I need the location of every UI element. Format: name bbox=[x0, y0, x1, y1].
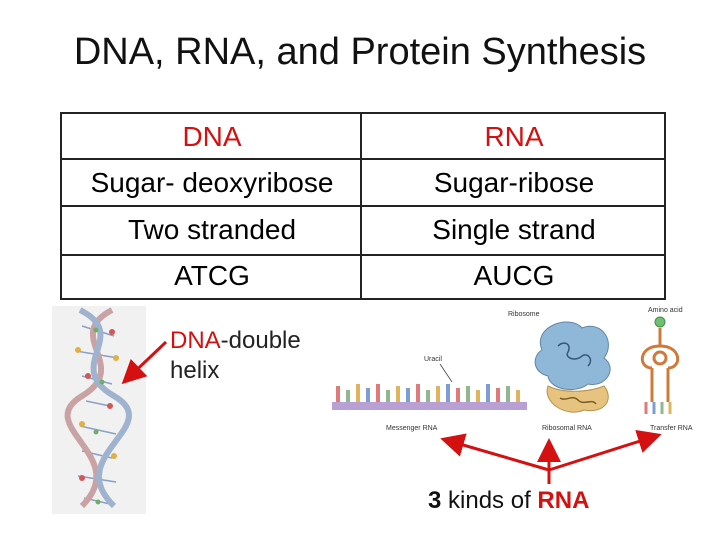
dna-rna-comparison-table: DNA RNA Sugar- deoxyribose Sugar-ribose … bbox=[60, 112, 666, 300]
rna-types-icon: Uracil Messenger RNA Ribosome Ribosomal … bbox=[332, 307, 693, 432]
three-kinds-of-rna-caption: 3 kinds of RNA bbox=[428, 486, 589, 516]
table-cell: Sugar- deoxyribose bbox=[90, 167, 334, 198]
table-cell: Single strand bbox=[432, 214, 596, 245]
dna-double-helix-caption: DNA-double helix bbox=[170, 326, 301, 386]
rna-types-image: Uracil Messenger RNA Ribosome Ribosomal … bbox=[320, 306, 700, 446]
label-amino-acid: Amino acid bbox=[648, 307, 683, 314]
caption-dna-rest: -double bbox=[220, 327, 301, 354]
arrow-to-dna-helix bbox=[121, 340, 168, 385]
label-ribosome: Ribosome bbox=[508, 311, 540, 318]
arrow-to-messenger-rna bbox=[440, 433, 550, 472]
label-transfer-rna: Transfer RNA bbox=[650, 425, 693, 432]
table-header-dna: DNA bbox=[182, 121, 242, 152]
table-cell: Sugar-ribose bbox=[433, 167, 595, 198]
table-cell: ATCG bbox=[174, 260, 250, 291]
arrow-to-transfer-rna bbox=[548, 430, 662, 472]
caption-rna-word: RNA bbox=[537, 487, 590, 514]
table-column-divider bbox=[360, 114, 362, 298]
label-messenger-rna: Messenger RNA bbox=[386, 425, 438, 432]
label-ribosomal-rna: Ribosomal RNA bbox=[542, 425, 592, 432]
table-header-rna: RNA bbox=[484, 121, 544, 152]
caption-rna-middle: kinds of bbox=[441, 487, 538, 514]
table-divider bbox=[62, 158, 666, 160]
table-divider bbox=[62, 254, 666, 256]
caption-rna-count: 3 bbox=[428, 487, 442, 514]
label-uracil: Uracil bbox=[424, 356, 442, 363]
caption-dna-line2: helix bbox=[170, 357, 220, 384]
dna-helix-image bbox=[52, 306, 146, 514]
table-cell: Two stranded bbox=[127, 214, 297, 245]
dna-helix-icon bbox=[64, 307, 132, 509]
caption-dna-word: DNA bbox=[170, 327, 221, 354]
slide-title: DNA, RNA, and Protein Synthesis bbox=[73, 31, 647, 73]
table-cell: AUCG bbox=[473, 260, 555, 291]
table-divider bbox=[62, 205, 666, 207]
